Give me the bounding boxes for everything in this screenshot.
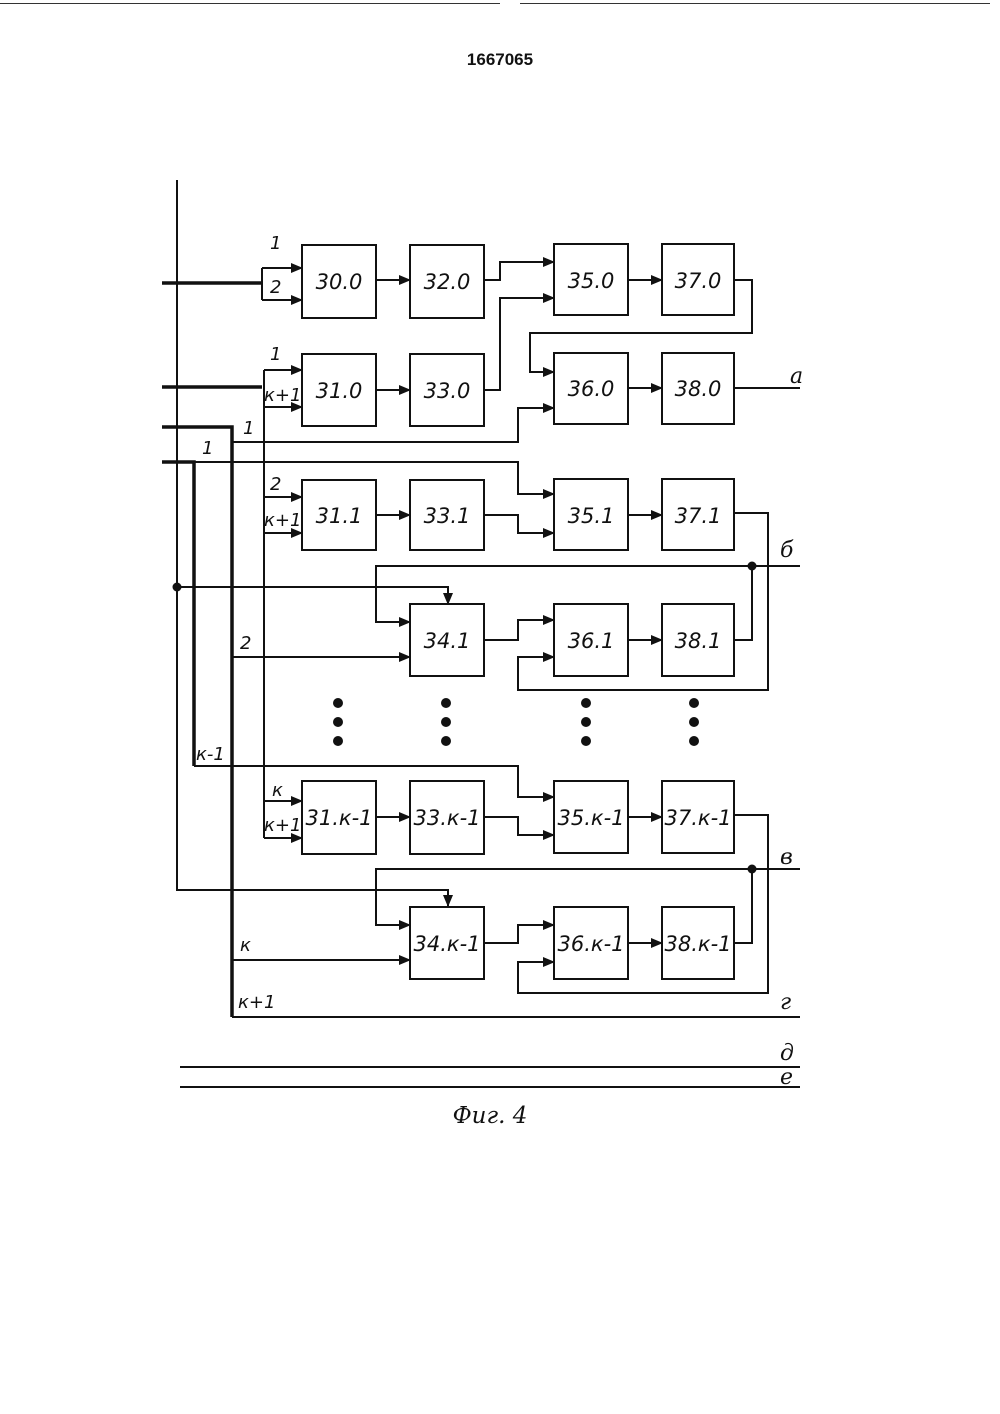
svg-text:33.к-1: 33.к-1 (413, 806, 480, 830)
svg-text:36.1: 36.1 (568, 629, 615, 653)
block-36-k-1: 36.к-1 (554, 907, 628, 979)
block-35-0: 35.0 (554, 244, 628, 315)
port-label: 2 (240, 633, 251, 654)
svg-text:31.к-1: 31.к-1 (305, 806, 372, 830)
port-label: 1 (270, 233, 281, 254)
block-33-k-1: 33.к-1 (410, 781, 484, 854)
svg-text:37.0: 37.0 (675, 269, 722, 293)
port-label: к+1 (264, 815, 301, 836)
block-32-0: 32.0 (410, 245, 484, 318)
block-30-0: 30.0 (302, 245, 376, 318)
port-label: к-1 (196, 744, 225, 765)
block-38-1: 38.1 (662, 604, 734, 676)
junction-dot (173, 583, 182, 592)
block-38-k-1: 38.к-1 (662, 907, 734, 979)
svg-text:32.0: 32.0 (424, 270, 471, 294)
svg-text:31.1: 31.1 (316, 504, 363, 528)
block-38-0: 38.0 (662, 353, 734, 424)
port-label: к+1 (264, 510, 301, 531)
block-35-1: 35.1 (554, 479, 628, 550)
svg-text:38.к-1: 38.к-1 (664, 932, 731, 956)
svg-text:30.0: 30.0 (316, 270, 363, 294)
bus-3 (162, 427, 232, 1017)
port-label: к+1 (264, 385, 301, 406)
svg-text:31.0: 31.0 (316, 379, 363, 403)
wire-bus3-to-36-0 (232, 408, 554, 442)
output-label-v: в (780, 845, 793, 870)
svg-text:33.0: 33.0 (424, 379, 471, 403)
port-label: 1 (243, 418, 254, 439)
block-31-k-1: 31.к-1 (302, 781, 376, 854)
svg-text:35.1: 35.1 (568, 504, 615, 528)
output-label-b: б (780, 538, 794, 563)
svg-text:37.1: 37.1 (675, 504, 722, 528)
block-34-1: 34.1 (410, 604, 484, 676)
block-36-0: 36.0 (554, 353, 628, 424)
figure-caption: Фиг. 4 (453, 1103, 528, 1129)
port-label: 2 (270, 277, 281, 298)
block-37-k-1: 37.к-1 (662, 781, 734, 853)
port-label: 2 (270, 474, 281, 495)
output-label-d: д (780, 1041, 794, 1066)
port-labels: 1 2 1 к+1 1 1 2 к+1 2 к-1 к к+1 к к+1 (196, 233, 301, 1013)
block-31-0: 31.0 (302, 354, 376, 426)
block-31-1: 31.1 (302, 480, 376, 550)
block-35-k-1: 35.к-1 (554, 781, 628, 853)
junction-dot (748, 562, 757, 571)
svg-text:34.1: 34.1 (424, 629, 471, 653)
svg-text:38.0: 38.0 (675, 377, 722, 401)
block-33-0: 33.0 (410, 354, 484, 426)
block-36-1: 36.1 (554, 604, 628, 676)
output-label-a: а (790, 364, 803, 389)
block-37-0: 37.0 (662, 244, 734, 315)
port-label: к (240, 935, 251, 956)
svg-text:37.к-1: 37.к-1 (664, 806, 731, 830)
block-37-1: 37.1 (662, 479, 734, 550)
junction-dot (748, 865, 757, 874)
port-label: к+1 (238, 992, 275, 1013)
svg-text:34.к-1: 34.к-1 (413, 932, 480, 956)
svg-text:35.0: 35.0 (568, 269, 615, 293)
block-34-k-1: 34.к-1 (410, 907, 484, 979)
block-33-1: 33.1 (410, 480, 484, 550)
port-label: 1 (270, 344, 281, 365)
output-label-e: е (780, 1065, 793, 1090)
port-label: к (272, 780, 283, 801)
svg-text:38.1: 38.1 (675, 629, 722, 653)
output-label-g: г (780, 990, 791, 1015)
ellipsis-dots (333, 698, 699, 746)
wire-trunk-to-34-1 (177, 587, 448, 604)
svg-text:36.к-1: 36.к-1 (557, 932, 624, 956)
port-label: 1 (202, 438, 213, 459)
svg-text:35.к-1: 35.к-1 (557, 806, 624, 830)
svg-text:36.0: 36.0 (568, 377, 615, 401)
output-labels: а б в г д е (780, 364, 803, 1090)
svg-text:33.1: 33.1 (424, 504, 471, 528)
